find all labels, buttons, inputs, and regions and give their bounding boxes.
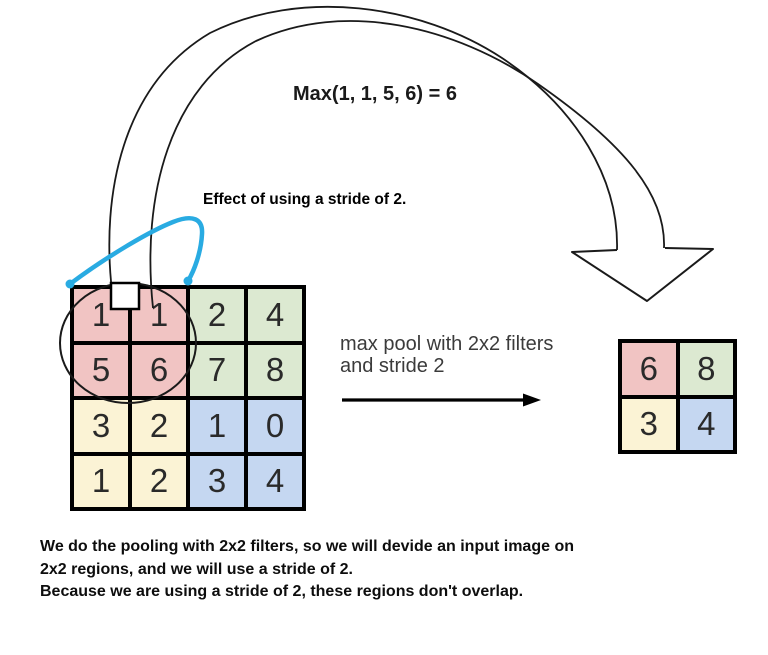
input-cell-r2c2: 1 — [190, 400, 244, 452]
input-cell-r1c2: 7 — [190, 344, 244, 396]
input-cell-r2c1: 2 — [132, 400, 186, 452]
input-cell-r1c3: 8 — [248, 344, 302, 396]
explanation-caption-line3: Because we are using a stride of 2, thes… — [40, 583, 524, 600]
curved-arrow-stroke-inner — [149, 20, 665, 309]
input-cell-r3c2: 3 — [190, 455, 244, 507]
output-cell-r1c0: 3 — [622, 398, 676, 450]
max-formula-label: Max(1, 1, 5, 6) = 6 — [293, 83, 457, 105]
explanation-caption: We do the pooling with 2x2 filters, so w… — [40, 536, 574, 604]
input-cell-r3c0: 1 — [74, 455, 128, 507]
input-cell-r0c0: 1 — [74, 289, 128, 341]
output-cell-r0c0: 6 — [622, 343, 676, 395]
input-cell-r2c3: 0 — [248, 400, 302, 452]
pooling-arrow-head-icon — [523, 393, 541, 407]
input-cell-r0c1: 1 — [132, 289, 186, 341]
input-cell-r2c0: 3 — [74, 400, 128, 452]
input-cell-r3c3: 4 — [248, 455, 302, 507]
explanation-caption-line1: We do the pooling with 2x2 filters, so w… — [40, 538, 574, 555]
input-cell-r3c1: 2 — [132, 455, 186, 507]
explanation-caption-line2: 2x2 regions, and we will use a stride of… — [40, 560, 353, 578]
stride-effect-label: Effect of using a stride of 2. — [203, 191, 407, 208]
input-cell-r1c0: 5 — [74, 344, 128, 396]
pool-operation-label-line2: and stride 2 — [340, 355, 445, 377]
pool-operation-label: max pool with 2x2 filters and stride 2 — [340, 333, 553, 377]
curved-arrow-stroke-outer — [108, 5, 618, 292]
input-cell-r0c3: 4 — [248, 289, 302, 341]
output-cell-r1c1: 4 — [679, 398, 733, 450]
output-cell-r0c1: 8 — [679, 343, 733, 395]
curved-arrow-head-icon — [571, 247, 714, 302]
input-cell-r0c2: 2 — [190, 289, 244, 341]
input-cell-r1c1: 6 — [132, 344, 186, 396]
stride-annotation-curve — [67, 216, 205, 287]
pool-operation-label-line1: max pool with 2x2 filters — [340, 333, 554, 355]
